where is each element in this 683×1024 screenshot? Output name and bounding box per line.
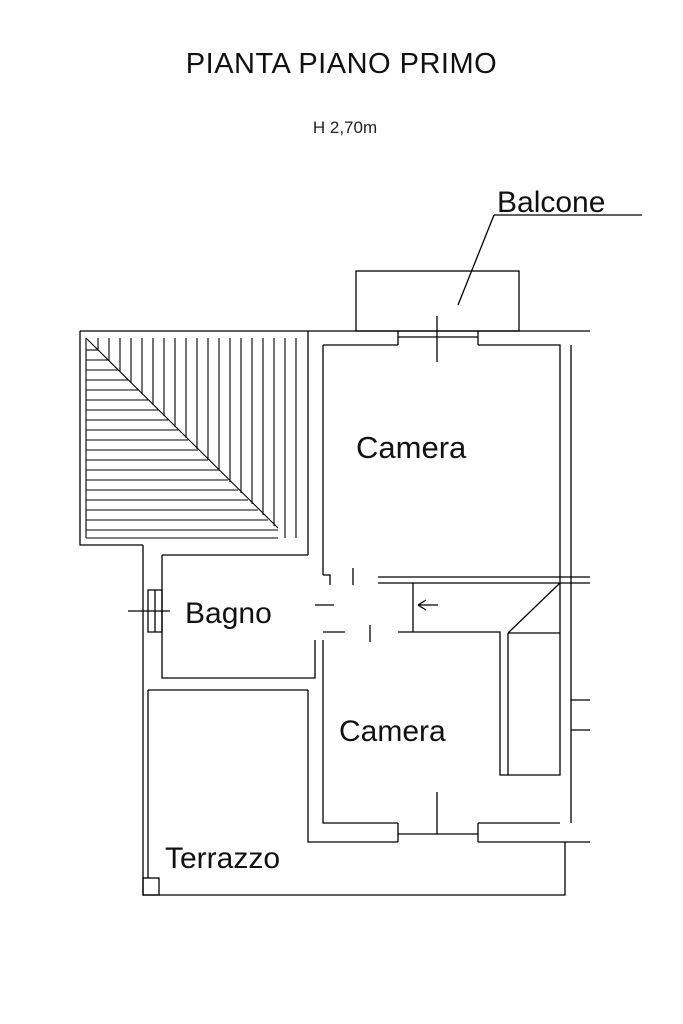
roof-hatch bbox=[85, 337, 297, 539]
wall-roof-outer bbox=[79, 331, 143, 546]
stair-enclosure bbox=[398, 577, 561, 776]
stair-flight bbox=[507, 632, 560, 775]
bagno-window bbox=[147, 589, 163, 633]
room-label-balcone: Balcone bbox=[497, 186, 605, 219]
wall-top-camera-inner bbox=[323, 344, 561, 577]
room-label-camera-top: Camera bbox=[356, 430, 467, 465]
wall-top-camera-left bbox=[307, 331, 331, 585]
stair-top-wall bbox=[378, 576, 590, 584]
terrace-inner-wall bbox=[147, 689, 308, 878]
room-label-terrazzo: Terrazzo bbox=[165, 842, 280, 875]
window-top bbox=[397, 331, 479, 345]
wall-right-stub bbox=[571, 699, 590, 731]
plan-title: PIANTA PIANO PRIMO bbox=[185, 48, 498, 80]
room-label-bagno: Bagno bbox=[185, 597, 272, 630]
wall-terrace-outer bbox=[142, 545, 566, 896]
wall-bottom-camera-outer bbox=[307, 690, 565, 843]
wall-bottom-camera bbox=[322, 640, 560, 824]
balcone-leader bbox=[457, 214, 495, 306]
room-label-camera-bottom: Camera bbox=[339, 715, 446, 748]
plan-height-note: H 2,70m bbox=[312, 118, 378, 137]
stair-diagonal bbox=[507, 582, 561, 634]
stair-arrow bbox=[417, 599, 438, 611]
terrace-pillar bbox=[142, 877, 160, 896]
window-bottom bbox=[397, 823, 479, 842]
